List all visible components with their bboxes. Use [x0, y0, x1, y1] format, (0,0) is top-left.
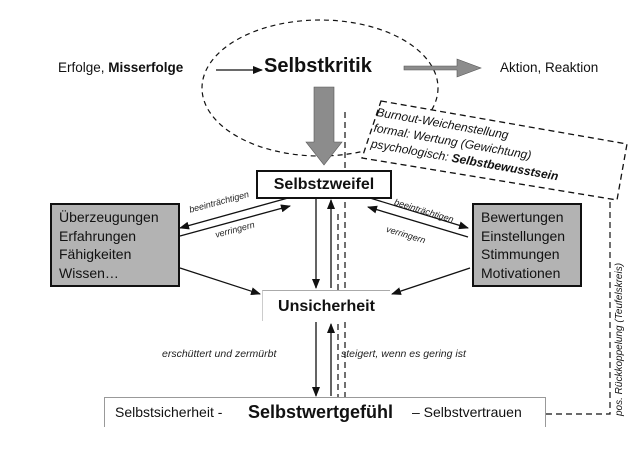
- arrow-rightbox-to-zweifel: [367, 205, 469, 238]
- right-factors-box: Bewertungen Einstellungen Stimmungen Mot…: [472, 203, 582, 287]
- right-box-item: Einstellungen: [481, 227, 566, 244]
- up-arrow-label: steigert, wenn es gering ist: [341, 348, 466, 360]
- selbstzweifel-box: Selbstzweifel: [256, 170, 392, 199]
- left-box-item: Überzeugungen: [59, 209, 159, 225]
- selbstwertgefuehl-label: Selbstwertgefühl: [248, 402, 394, 422]
- down-arrow-label: erschüttert und zermürbt: [162, 348, 277, 360]
- right-box-item: Bewertungen: [481, 209, 564, 225]
- selbstkritik-label: Selbstkritik: [264, 55, 372, 77]
- aktion-reaktion-label: Aktion, Reaktion: [500, 60, 599, 75]
- misserfolge-bold: Misserfolge: [108, 60, 184, 75]
- feedback-dashed-loop: [337, 112, 346, 420]
- arrow-rightbox-to-unsicherheit: [391, 267, 471, 295]
- arrow-leftbox-to-zweifel: [179, 204, 291, 237]
- burnout-dashed-frame: [361, 100, 628, 201]
- right-box-item: Stimmungen: [481, 246, 560, 262]
- left-factors-box: Überzeugungen Erfahrungen Fähigkeiten Wi…: [50, 203, 180, 287]
- selbstwert-box: Selbstsicherheit - Selbstwertgefühl – Se…: [104, 397, 546, 427]
- erfolge-prefix: Erfolge,: [58, 60, 109, 75]
- feedback-dashed-right: [546, 200, 611, 415]
- left-box-item: Wissen…: [59, 264, 119, 281]
- unsicherheit-box: Unsicherheit: [262, 290, 390, 321]
- grey-arrow-to-aktion: [403, 58, 482, 78]
- left-box-item: Fähigkeiten: [59, 246, 132, 262]
- feedback-side-label: pos. Rückkoppelung (Teufelskreis): [614, 262, 625, 416]
- erfolge-label: Erfolge, Misserfolge: [58, 60, 183, 75]
- left-box-item: Erfahrungen: [59, 227, 137, 244]
- right-box-item: Motivationen: [481, 264, 561, 281]
- selbstvertrauen-label: – Selbstvertrauen: [412, 404, 522, 420]
- arrow-leftbox-to-unsicherheit: [179, 267, 261, 296]
- arrow-zweifel-to-leftbox: [179, 197, 289, 230]
- selbstsicherheit-label: Selbstsicherheit -: [115, 404, 223, 420]
- grey-arrow-to-selbstzweifel: [305, 86, 343, 166]
- arrow-zweifel-to-rightbox: [369, 197, 469, 230]
